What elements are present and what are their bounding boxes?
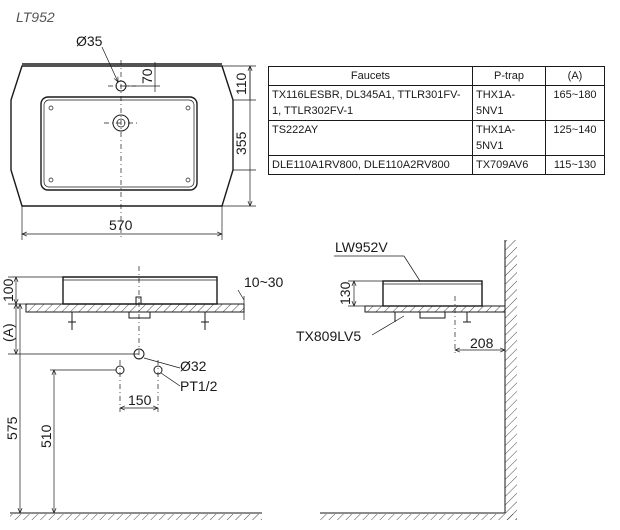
basin-model-label: LW952V (335, 239, 388, 255)
side-view: 130 LW952V TX809LV5 208 (296, 239, 517, 520)
drain-outlet (133, 348, 145, 360)
wall-side (505, 240, 517, 520)
a-cell: 125~140 (545, 120, 605, 156)
faucets-cell: TS222AY (268, 120, 473, 156)
supply-thread-label: PT1/2 (180, 378, 218, 394)
basin-side (382, 280, 483, 307)
a-cell: 165~180 (545, 85, 605, 121)
basin-bowl (40, 96, 198, 191)
trap-model-label: TX809LV5 (296, 328, 361, 344)
header-ptrap: P-trap (472, 66, 546, 86)
table-row: DLE110A1RV800, DLE110A2RV800 TX709AV6 11… (268, 155, 605, 175)
countertop-thickness-label: 10~30 (244, 274, 284, 290)
dim-355-label: 355 (233, 131, 249, 155)
spec-table: Faucets P-trap (A) TX116LESBR, DL345A1, … (268, 66, 605, 175)
dim-575-label: 575 (4, 416, 20, 440)
dim-70-label: 70 (139, 68, 155, 84)
ptrap-cell: THX1A-5NV1 (472, 85, 546, 121)
dim-510-label: 510 (38, 424, 54, 448)
front-view: 100 (A) 10~30 Ø32 PT1/2 150 575 510 (0, 266, 284, 520)
dim-130-label: 130 (337, 281, 353, 305)
basin-front (62, 276, 218, 305)
table-header-row: Faucets P-trap (A) (268, 66, 605, 86)
width-570-label: 570 (109, 217, 133, 233)
hole-diameter-label: Ø35 (76, 33, 103, 49)
model-code: LT952 (16, 9, 55, 25)
ptrap-cell: TX709AV6 (472, 155, 546, 175)
table-row: TX116LESBR, DL345A1, TTLR301FV-1, TTLR30… (268, 85, 605, 121)
faucets-cell: DLE110A1RV800, DLE110A2RV800 (268, 155, 473, 175)
ptrap-cell: THX1A-5NV1 (472, 120, 546, 156)
header-faucets: Faucets (268, 66, 473, 86)
header-a: (A) (545, 66, 605, 86)
table-row: TS222AY THX1A-5NV1 125~140 (268, 120, 605, 156)
dim-150-label: 150 (128, 392, 152, 408)
drain-diameter-label: Ø32 (180, 358, 207, 374)
a-cell: 115~130 (545, 155, 605, 175)
dim-a-label: (A) (0, 323, 16, 342)
top-view: Ø35 70 110 355 570 (10, 33, 256, 240)
dim-100-label: 100 (0, 278, 16, 302)
countertop-side (364, 305, 506, 313)
countertop-front (25, 303, 245, 313)
faucets-cell: TX116LESBR, DL345A1, TTLR301FV-1, TTLR30… (268, 85, 473, 121)
dim-208-label: 208 (470, 335, 494, 351)
dim-110-label: 110 (233, 72, 249, 95)
